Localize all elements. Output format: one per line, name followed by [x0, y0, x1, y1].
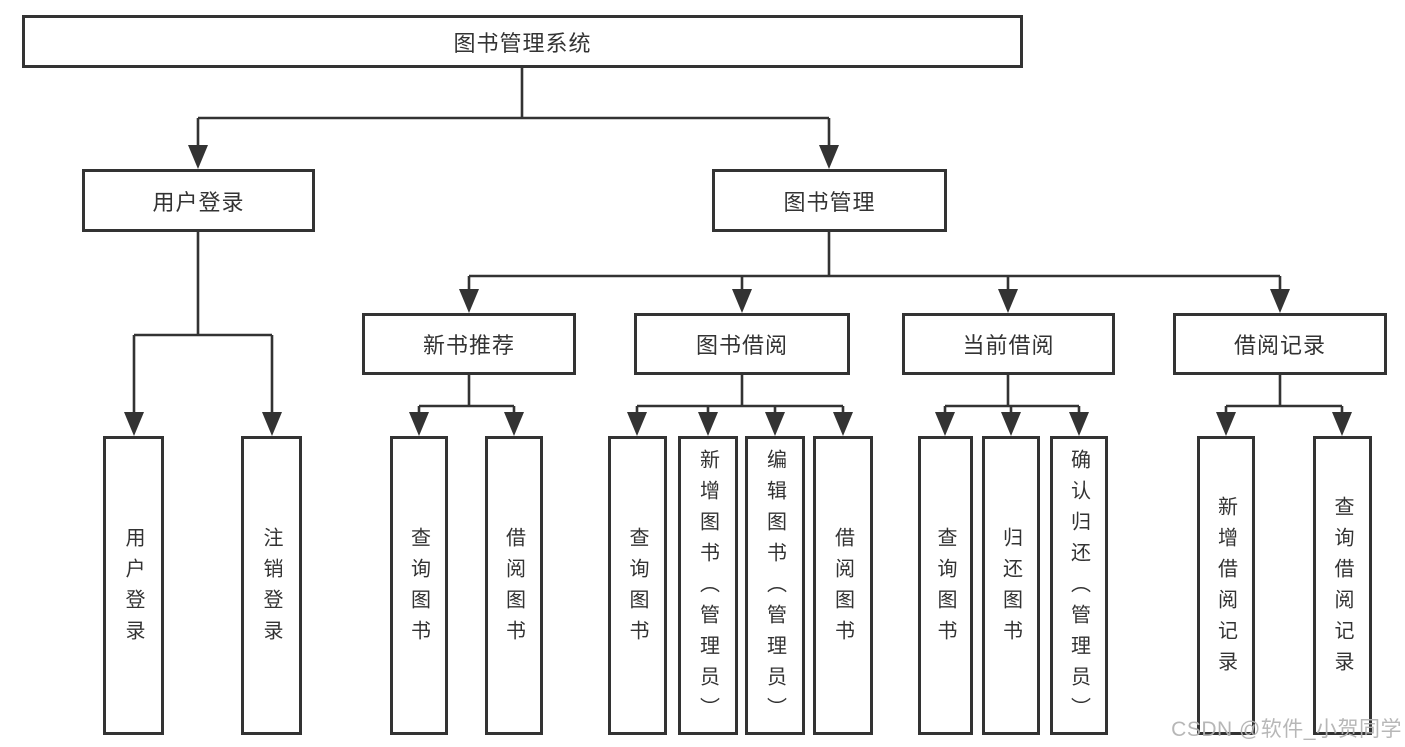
arrow-down-icon [1216, 412, 1236, 436]
node-book-management: 图书管理 [712, 169, 947, 232]
node-current-borrowing: 当前借阅 [902, 313, 1115, 375]
leaf-borrow-query-books: 查询图书 [608, 436, 667, 735]
node-library-system: 图书管理系统 [22, 15, 1023, 68]
leaf-borrow-borrow-books: 借阅图书 [813, 436, 873, 735]
arrow-down-icon [1001, 412, 1021, 436]
arrow-down-icon [833, 412, 853, 436]
arrow-down-icon [698, 412, 718, 436]
arrow-down-icon [1332, 412, 1352, 436]
arrow-down-icon [504, 412, 524, 436]
leaf-newrec-borrow-books: 借阅图书 [485, 436, 543, 735]
leaf-current-query-books: 查询图书 [918, 436, 973, 735]
arrow-down-icon [935, 412, 955, 436]
arrow-down-icon [732, 289, 752, 313]
leaf-borrow-edit-book-admin: 编辑图书（管理员） [745, 436, 805, 735]
arrow-down-icon [819, 145, 839, 169]
watermark: CSDN @软件_小贺同学 [1171, 718, 1402, 741]
arrow-down-icon [262, 412, 282, 436]
leaf-records-add-record: 新增借阅记录 [1197, 436, 1255, 735]
node-book-borrowing: 图书借阅 [634, 313, 850, 375]
arrowheads [124, 145, 1352, 436]
leaf-borrow-add-book-admin: 新增图书（管理员） [678, 436, 738, 735]
leaf-newrec-query-books: 查询图书 [390, 436, 448, 735]
arrow-down-icon [188, 145, 208, 169]
leaf-current-confirm-return-admin: 确认归还（管理员） [1050, 436, 1108, 735]
arrow-down-icon [124, 412, 144, 436]
leaf-records-query-record: 查询借阅记录 [1313, 436, 1372, 735]
arrow-down-icon [765, 412, 785, 436]
arrow-down-icon [1270, 289, 1290, 313]
arrow-down-icon [998, 289, 1018, 313]
leaf-current-return-books: 归还图书 [982, 436, 1040, 735]
node-new-book-recommendation: 新书推荐 [362, 313, 576, 375]
arrow-down-icon [459, 289, 479, 313]
arrow-down-icon [627, 412, 647, 436]
leaf-logout: 注销登录 [241, 436, 302, 735]
node-borrowing-records: 借阅记录 [1173, 313, 1387, 375]
arrow-down-icon [409, 412, 429, 436]
leaf-user-login: 用户登录 [103, 436, 164, 735]
arrow-down-icon [1069, 412, 1089, 436]
node-user-login: 用户登录 [82, 169, 315, 232]
